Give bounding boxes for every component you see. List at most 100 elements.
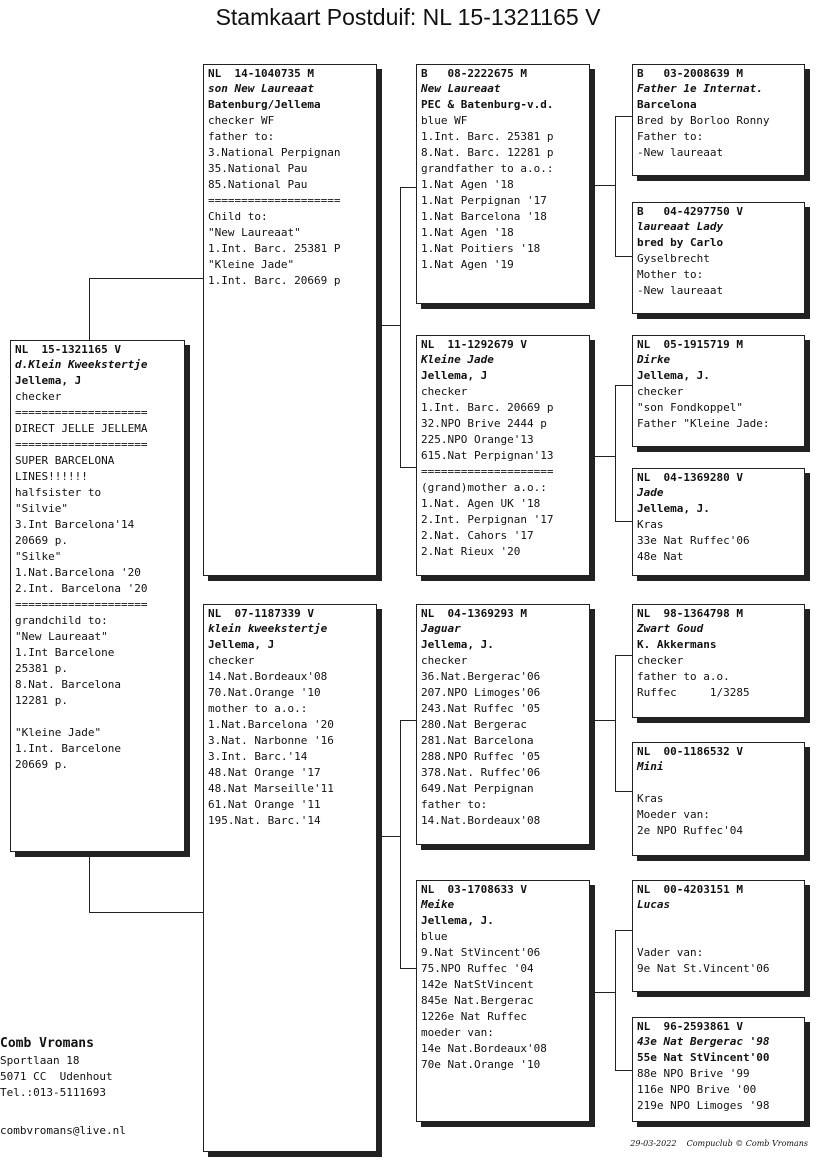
- info-line: 2.Nat Rieux '20: [421, 545, 521, 558]
- info-line: 14e Nat.Bordeaux'08: [421, 1042, 547, 1055]
- connector-line: [615, 655, 633, 656]
- info-line: 2.Nat. Cahors '17: [421, 529, 534, 542]
- breeder: ​: [637, 775, 801, 791]
- info-line: 1.Nat Agen '18: [421, 178, 514, 191]
- info-line: checker: [421, 654, 468, 667]
- connector-line: [400, 720, 401, 968]
- address-line: 5071 CC Udenhout: [0, 1070, 113, 1083]
- info-line: 2.Int. Barcelona '20: [15, 582, 148, 595]
- info-line: 1.Nat Agen '19: [421, 258, 514, 271]
- pigeon-name: Mini: [637, 760, 664, 773]
- info-line: "Silke": [15, 550, 62, 563]
- ring-number: B 08-2222675 M: [421, 67, 527, 80]
- info-line: 649.Nat Perpignan: [421, 782, 534, 795]
- ring-number: NL 03-1708633 V: [421, 883, 527, 896]
- connector-line: [89, 278, 90, 340]
- info-line: 14.Nat.Bordeaux'08: [208, 670, 328, 683]
- connector-line: [595, 992, 615, 993]
- info-line: "New Laureaat": [15, 630, 108, 643]
- info-line: 207.NPO Limoges'06: [421, 686, 541, 699]
- pigeon-name: Jaguar: [421, 622, 461, 635]
- ring-number: B 04-4297750 V: [637, 205, 743, 218]
- info-line: 3.Int Barcelona'14: [15, 518, 135, 531]
- info-line: 33e Nat Ruffec'06: [637, 534, 750, 547]
- info-line: 280.Nat Bergerac: [421, 718, 527, 731]
- connector-line: [381, 836, 400, 837]
- info-line: 615.Nat Perpignan'13: [421, 449, 554, 462]
- info-line: 88e NPO Brive '99: [637, 1067, 750, 1080]
- address-line: Tel.:013-5111693: [0, 1086, 106, 1099]
- info-line: halfsister to: [15, 486, 102, 499]
- info-line: 20669 p.: [15, 534, 68, 547]
- info-line: 20669 p.: [15, 758, 68, 771]
- info-line: ====================: [15, 598, 148, 611]
- info-line: 1.Int. Barcelone: [15, 742, 121, 755]
- connector-line: [400, 187, 417, 188]
- info-line: Gyselbrecht: [637, 252, 710, 265]
- info-line: 85.National Pau: [208, 178, 308, 191]
- info-line: 288.NPO Ruffec '05: [421, 750, 541, 763]
- print-date: 29-03-2022: [630, 1139, 677, 1148]
- info-line: blue WF: [421, 114, 468, 127]
- breeder: PEC & Batenburg-v.d.: [421, 98, 554, 111]
- ring-number: NL 00-1186532 V: [637, 745, 743, 758]
- info-line: -New laureaat: [637, 146, 724, 159]
- info-line: Moeder van:: [637, 808, 710, 821]
- info-line: 14.Nat.Bordeaux'08: [421, 814, 541, 827]
- info-line: Child to:: [208, 210, 268, 223]
- info-line: Father "Kleine Jade:: [637, 417, 770, 430]
- info-line: 1.Int Barcelone: [15, 646, 115, 659]
- info-line: 9.Nat StVincent'06: [421, 946, 541, 959]
- pigeon-name: Father 1e Internat.: [637, 82, 763, 95]
- connector-line: [615, 256, 633, 257]
- info-line: 1.Nat Poitiers '18: [421, 242, 541, 255]
- info-line: 195.Nat. Barc.'14: [208, 814, 321, 827]
- info-line: 1.Nat Perpignan '17: [421, 194, 547, 207]
- connector-line: [615, 930, 616, 1070]
- info-line: "Silvie": [15, 502, 68, 515]
- info-line: 70e Nat.Orange '10: [421, 1058, 541, 1071]
- info-line: ====================: [15, 406, 148, 419]
- connector-line: [615, 116, 633, 117]
- info-line: father to:: [208, 130, 275, 143]
- page-title: Stamkaart Postduif: NL 15-1321165 V: [215, 4, 601, 30]
- ring-number: NL 11-1292679 V: [421, 338, 527, 351]
- info-line: grandfather to a.o.:: [421, 162, 554, 175]
- info-line: 1.Nat Barcelona '18: [421, 210, 547, 223]
- info-line: 1.Int. Barc. 20669 p: [208, 274, 341, 287]
- address-line: Sportlaan 18: [0, 1054, 80, 1067]
- connector-line: [89, 278, 204, 279]
- info-line: 116e NPO Brive '00: [637, 1083, 757, 1096]
- info-line: 845e Nat.Bergerac: [421, 994, 534, 1007]
- breeder: ​: [637, 913, 801, 929]
- pigeon-name: New Laureaat: [421, 82, 501, 95]
- info-line: 35.National Pau: [208, 162, 308, 175]
- info-line: father to:: [421, 798, 488, 811]
- info-line: "Kleine Jade": [15, 726, 102, 739]
- info-line: "New Laureaat": [208, 226, 301, 239]
- pigeon-name: klein kweekstertje: [208, 622, 328, 635]
- info-line: DIRECT JELLE JELLEMA: [15, 422, 148, 435]
- info-line: 70.Nat.Orange '10: [208, 686, 321, 699]
- ring-number: NL 04-1369293 M: [421, 607, 527, 620]
- connector-line: [400, 968, 417, 969]
- info-line: 378.Nat. Ruffec'06: [421, 766, 541, 779]
- info-line: Kras: [637, 518, 664, 531]
- info-line: ====================: [421, 465, 554, 478]
- software-credit: Compuclub © Comb Vromans: [686, 1139, 808, 1148]
- info-line: 36.Nat.Bergerac'06: [421, 670, 541, 683]
- info-line: 243.Nat Ruffec '05: [421, 702, 541, 715]
- info-line: father to a.o.: [637, 670, 730, 683]
- connector-line: [615, 791, 633, 792]
